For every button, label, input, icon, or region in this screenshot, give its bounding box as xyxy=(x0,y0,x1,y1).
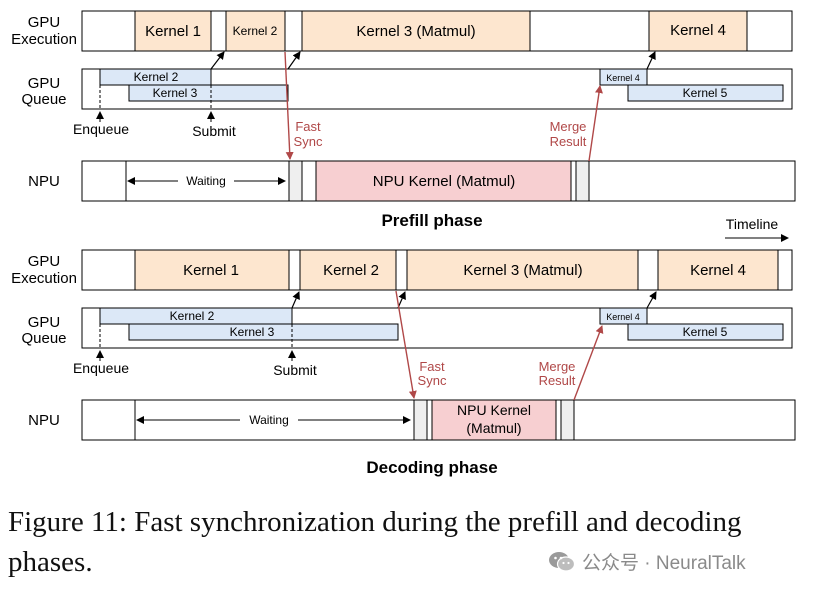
label-gpu-queue-line1: GPU xyxy=(28,75,61,92)
label-npu: NPU xyxy=(28,412,60,429)
merge-result-label-line2: Result xyxy=(550,134,587,149)
exec-kernel-1-label: Kernel 1 xyxy=(183,262,239,279)
waiting-label: Waiting xyxy=(186,174,226,188)
merge-result-arrow xyxy=(588,85,603,162)
queue-kernel-4 xyxy=(599,307,648,325)
npu-sync-slot-2 xyxy=(575,160,590,202)
merge-result-label-line2: Result xyxy=(539,373,576,388)
fast-sync-label-line2: Sync xyxy=(418,373,447,388)
label-gpu-execution-line2: Execution xyxy=(11,31,77,48)
queue-kernel-3 xyxy=(128,323,399,341)
submit-label: Submit xyxy=(273,362,317,378)
exec-kernel-2-label: Kernel 2 xyxy=(323,262,379,279)
merge-result-label-line1: Merge xyxy=(550,119,587,134)
submit-label: Submit xyxy=(192,123,236,139)
submit-arrow-kernel-2 xyxy=(291,291,300,309)
exec-kernel-4-label: Kernel 4 xyxy=(670,22,726,39)
queue-kernel-5-label: Kernel 5 xyxy=(683,86,728,100)
queue-kernel-2-label: Kernel 2 xyxy=(170,309,215,323)
exec-kernel-3-label: Kernel 3 (Matmul) xyxy=(356,23,475,40)
npu-kernel-label-line1: NPU Kernel xyxy=(457,402,531,418)
queue-kernel-4 xyxy=(599,68,648,86)
label-npu: NPU xyxy=(28,173,60,190)
submit-arrow-kernel-2 xyxy=(210,51,225,70)
exec-kernel-2-label: Kernel 2 xyxy=(233,24,278,38)
label-gpu-execution-line1: GPU xyxy=(28,14,61,31)
timeline-label: Timeline xyxy=(726,216,779,232)
submit-arrow-kernel-3 xyxy=(287,51,301,70)
fast-sync-label-line1: Fast xyxy=(295,119,321,134)
npu-kernel xyxy=(431,399,557,441)
queue-kernel-5 xyxy=(627,323,784,341)
fast-sync-arrow xyxy=(284,51,294,160)
label-gpu-queue-line2: Queue xyxy=(21,330,66,347)
queue-kernel-5 xyxy=(627,84,784,102)
queue-kernel-2-label: Kernel 2 xyxy=(134,70,179,84)
label-gpu-queue-line1: GPU xyxy=(28,314,61,331)
merge-result-label-line1: Merge xyxy=(539,359,576,374)
queue-kernel-3 xyxy=(128,84,289,102)
exec-kernel-1 xyxy=(134,249,290,291)
exec-kernel-4-label: Kernel 4 xyxy=(690,262,746,279)
npu-sync-slot-2 xyxy=(560,399,575,441)
queue-kernel-3-label: Kernel 3 xyxy=(230,325,275,339)
fast-sync-label-line2: Sync xyxy=(294,134,323,149)
decoding-phase-title: Decoding phase xyxy=(366,458,497,477)
exec-kernel-1-label: Kernel 1 xyxy=(145,23,201,40)
merge-result-arrow xyxy=(573,325,604,401)
exec-kernel-3 xyxy=(301,10,531,52)
submit-arrow-kernel-4 xyxy=(646,51,656,70)
watermark-text: 公众号 · NeuralTalk xyxy=(582,553,746,574)
exec-kernel-3 xyxy=(406,249,639,291)
wechat-icon xyxy=(549,551,576,572)
queue-kernel-4-label: Kernel 4 xyxy=(606,312,640,322)
exec-kernel-3-label: Kernel 3 (Matmul) xyxy=(463,262,582,279)
fast-sync-arrow xyxy=(395,290,417,399)
exec-kernel-4 xyxy=(648,10,748,52)
label-gpu-queue-line2: Queue xyxy=(21,91,66,108)
submit-arrow-kernel-3 xyxy=(397,291,406,309)
enqueue-label: Enqueue xyxy=(73,121,129,137)
queue-kernel-5-label: Kernel 5 xyxy=(683,325,728,339)
figure-caption: Figure 11: Fast synchronization during t… xyxy=(8,506,742,578)
exec-kernel-2 xyxy=(299,249,397,291)
npu-sync-slot-1 xyxy=(288,160,303,202)
queue-kernel-4-label: Kernel 4 xyxy=(606,73,640,83)
fast-sync-label-line1: Fast xyxy=(419,359,445,374)
npu-kernel xyxy=(315,160,572,202)
waiting-label: Waiting xyxy=(249,413,289,427)
enqueue-label: Enqueue xyxy=(73,360,129,376)
label-gpu-execution-line2: Execution xyxy=(11,270,77,287)
npu-sync-slot-1 xyxy=(413,399,428,441)
prefill-phase-title: Prefill phase xyxy=(381,211,482,230)
exec-kernel-1 xyxy=(134,10,212,52)
prefill-section: GPU Execution GPU Queue NPU Kernel 1 Ker… xyxy=(11,10,796,242)
label-gpu-execution-line1: GPU xyxy=(28,253,61,270)
queue-kernel-3-label: Kernel 3 xyxy=(153,86,198,100)
exec-kernel-4 xyxy=(657,249,779,291)
watermark: 公众号 · NeuralTalk xyxy=(548,548,746,575)
npu-kernel-label-line2: (Matmul) xyxy=(466,420,521,436)
submit-arrow-kernel-4 xyxy=(646,291,657,309)
npu-kernel-label: NPU Kernel (Matmul) xyxy=(373,173,516,190)
decoding-section: GPU Execution GPU Queue NPU Kernel 1 Ker… xyxy=(11,249,796,477)
exec-kernel-2 xyxy=(225,10,286,52)
